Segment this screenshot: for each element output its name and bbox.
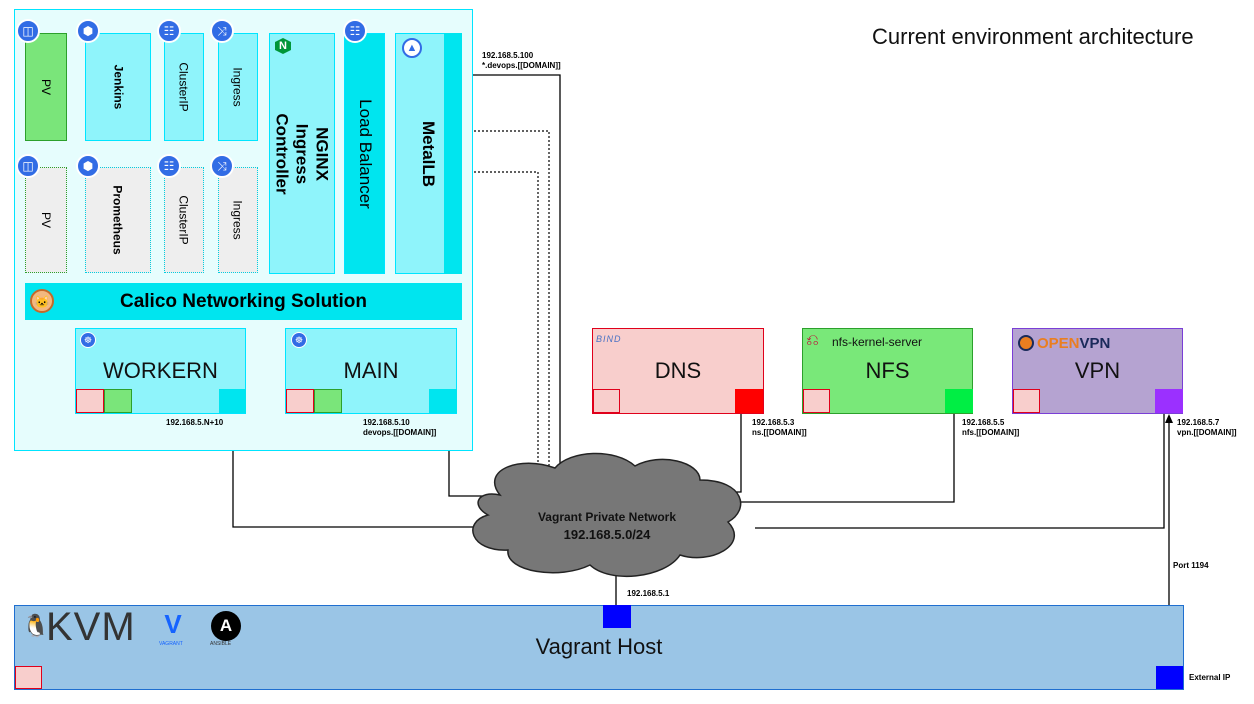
nfs-port-right [945, 389, 973, 413]
metallb-logo-icon: ▲ [402, 38, 422, 58]
pod-icon: ⬢ [76, 19, 100, 43]
vpn-label: VPN [1074, 358, 1121, 383]
openvpn-lock-icon [1018, 335, 1034, 351]
vagrant-host [14, 605, 1184, 690]
load-balancer-box: Load Balancer [344, 33, 385, 274]
pv-box-1: PV [25, 33, 67, 141]
vagrant-host-label: Vagrant Host [535, 634, 663, 659]
port-label: Port 1194 [1173, 561, 1209, 570]
dns-port-right [735, 389, 763, 413]
host-port-left [15, 666, 42, 689]
main-port-red [286, 389, 314, 413]
vagrant-logo-text: VAGRANT [159, 641, 183, 647]
vpn-link [755, 412, 1165, 529]
nfs-port-left [803, 389, 830, 413]
ingress-box-1: Ingress [218, 33, 258, 141]
clusterip-box-2: ClusterIP [164, 167, 204, 273]
clusterip-box-1: ClusterIP [164, 33, 204, 141]
kvm-logo: KVM [46, 605, 136, 649]
workern-port-red [76, 389, 104, 413]
calico-bar [25, 283, 462, 320]
nfs-link [740, 412, 955, 503]
jenkins-box: Jenkins [85, 33, 151, 141]
main-port-cyan [429, 389, 457, 413]
diagram-title: Current environment architecture [872, 24, 1194, 49]
main-label: MAIN [343, 358, 399, 383]
vpn-port-right [1155, 389, 1183, 413]
workern-label: WORKERN [103, 358, 218, 383]
metallb-stripe [444, 33, 462, 274]
load-balancer-icon: ☷ [343, 19, 367, 43]
workern-port-green [104, 389, 132, 413]
workern-ip: 192.168.5.N+10 [166, 418, 224, 427]
calico-cat-icon: 🐱 [30, 289, 54, 313]
dns-label: DNS [654, 358, 702, 383]
metallb-dotted-1 [462, 130, 550, 500]
workern-port-cyan [219, 389, 246, 413]
vpn-server [1012, 328, 1183, 414]
external-ip-label: External IP [1189, 673, 1231, 682]
nfs-server [802, 328, 973, 414]
kubernetes-icon: ☸ [80, 332, 96, 348]
vagrant-logo-icon: V [164, 609, 182, 639]
ingress-icon: ⤨ [210, 19, 234, 43]
metallb-link [462, 74, 561, 500]
network-cloud [472, 452, 742, 577]
dns-port-left [593, 389, 620, 413]
pod-icon: ⬢ [76, 154, 100, 178]
nfs-logo: nfs-kernel-server [832, 335, 923, 349]
metallb-ip: 192.168.5.100*.devops.[[DOMAIN]] [482, 51, 561, 70]
main-port-green [314, 389, 342, 413]
metallb-dotted-2 [462, 171, 539, 500]
ansible-logo-text: ANSIBLE [210, 641, 232, 647]
ingress-box-2: Ingress [218, 167, 258, 273]
nginx-logo-icon: N [275, 38, 291, 54]
prometheus-box: Prometheus [85, 167, 151, 273]
bind-logo: BIND [596, 334, 622, 344]
nginx-ingress-box: NGINX Ingress Controller [269, 33, 335, 274]
service-icon: ☷ [157, 19, 181, 43]
network-name: Vagrant Private Network [537, 510, 677, 524]
host-port-top [603, 605, 631, 628]
pv-icon: ◫ [16, 154, 40, 178]
host-port-external [1156, 666, 1183, 689]
service-icon: ☷ [157, 154, 181, 178]
openvpn-logo: OPENVPN [1037, 335, 1111, 352]
gateway-ip: 192.168.5.1 [627, 589, 670, 598]
port-arrow-head [1165, 414, 1173, 423]
tux-icon: 🐧 [22, 613, 50, 638]
kubernetes-icon: ☸ [291, 332, 307, 348]
pv-box-2: PV [25, 167, 67, 273]
debian-icon: ⎌ [806, 332, 819, 349]
pv-icon: ◫ [16, 19, 40, 43]
ingress-icon: ⤨ [210, 154, 234, 178]
calico-label: Calico Networking Solution [119, 291, 367, 312]
nfs-label: NFS [865, 358, 910, 383]
ansible-logo-icon: A [211, 611, 241, 641]
network-subnet: 192.168.5.0/24 [563, 527, 651, 542]
vpn-port-left [1013, 389, 1040, 413]
